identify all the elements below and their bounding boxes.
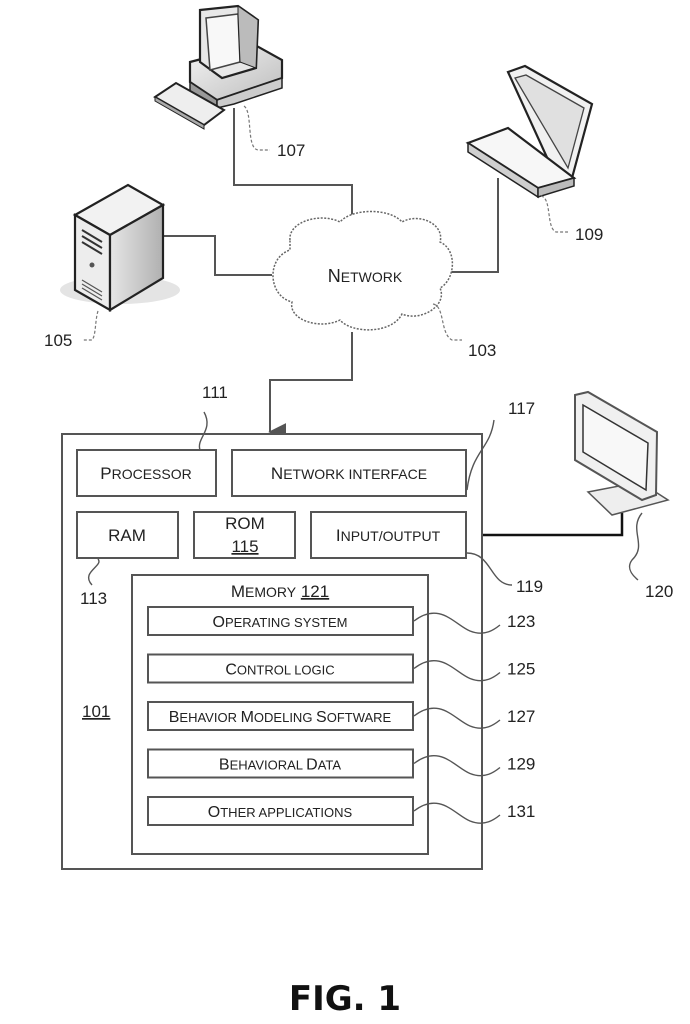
computing-device: 101 PROCESSOR 111 NETWORK INTERFACE 117 … (61, 383, 543, 870)
network-interface-ref-label: 117 (508, 399, 535, 418)
memory-item-label: CONTROL LOGIC (225, 662, 334, 679)
memory-item-label: BEHAVIORAL DATA (219, 757, 341, 774)
memory-item: OPERATING SYSTEM 123 (147, 606, 535, 636)
network-cloud-shape (272, 210, 454, 331)
input-output-label: INPUT/OUTPUT (336, 526, 441, 545)
memory-item-label: OTHER APPLICATIONS (208, 804, 353, 821)
memory-item-box (147, 796, 414, 826)
memory-ref-label: 121 (301, 582, 329, 601)
memory-item: CONTROL LOGIC 125 (147, 653, 535, 684)
desktop-computer-icon (153, 4, 284, 130)
processor-box (76, 449, 217, 497)
server-network-link (163, 235, 272, 276)
network-ref-label: 103 (468, 341, 496, 360)
memory-item-ref-label: 123 (507, 612, 535, 631)
connection-lines (163, 108, 624, 537)
memory-item-label: BEHAVIOR MODELING SOFTWARE (169, 709, 392, 726)
rom-ref-label: 115 (231, 537, 258, 556)
ram-box (76, 511, 179, 559)
memory-item-box (147, 748, 414, 779)
memory-label: MEMORY 121 (231, 582, 329, 601)
server-ref-label: 105 (44, 331, 72, 350)
desktop-ref-label: 107 (277, 141, 305, 160)
processor-label: PROCESSOR (100, 464, 191, 483)
desktop-network-link (233, 108, 353, 225)
memory-item-box (147, 606, 414, 636)
computing-device-ref-label: 101 (82, 702, 110, 721)
memory-item: BEHAVIOR MODELING SOFTWARE 127 (147, 701, 535, 731)
network-computer-link (268, 332, 353, 441)
network-interface-box (231, 449, 467, 497)
rom-label: ROM (225, 514, 265, 533)
memory-item-leader-line (413, 707, 501, 729)
monitor-icon (574, 390, 670, 516)
laptop-icon (465, 64, 594, 199)
memory-item-ref-label: 129 (507, 755, 535, 774)
network-leader-line (432, 303, 462, 341)
network-label: NETWORK (328, 266, 403, 286)
processor-leader-line (198, 411, 208, 451)
memory-item: BEHAVIORAL DATA 129 (147, 748, 535, 779)
input-output-ref-label: 119 (516, 577, 543, 596)
monitor-cable (628, 512, 643, 581)
server-leader-line (82, 310, 99, 341)
memory-item-leader-line (413, 612, 501, 634)
network-interface-leader-line (466, 419, 495, 491)
memory-item-ref-label: 127 (507, 707, 535, 726)
ram-ref-label: 113 (80, 589, 107, 608)
processor-ref-label: 111 (202, 383, 228, 402)
memory-item-box (147, 653, 414, 684)
memory-item-ref-label: 131 (507, 802, 535, 821)
desktop-leader-line (243, 105, 270, 151)
laptop-network-link (432, 178, 499, 273)
input-output-leader-line (466, 552, 513, 586)
memory-item-leader-line (413, 755, 501, 777)
memory-item-leader-line (413, 802, 501, 824)
ram-leader-line (88, 558, 100, 586)
monitor-ref-label: 120 (645, 582, 673, 601)
laptop-leader-line (540, 195, 568, 233)
rom-box (193, 511, 296, 559)
memory-item-ref-label: 125 (507, 660, 535, 679)
input-output-box (310, 511, 467, 559)
laptop-ref-label: 109 (575, 225, 603, 244)
memory-item-label: OPERATING SYSTEM (212, 614, 347, 631)
network-interface-label: NETWORK INTERFACE (271, 464, 427, 483)
network-cloud: NETWORK (272, 210, 454, 331)
server-tower-icon (60, 183, 180, 312)
ram-label: RAM (108, 526, 146, 545)
memory-item-box (147, 701, 414, 731)
memory-item: OTHER APPLICATIONS 131 (147, 796, 535, 826)
io-monitor-link (468, 513, 624, 537)
memory-item-leader-line (413, 660, 501, 682)
figure-caption: FIG. 1 (289, 979, 401, 1019)
